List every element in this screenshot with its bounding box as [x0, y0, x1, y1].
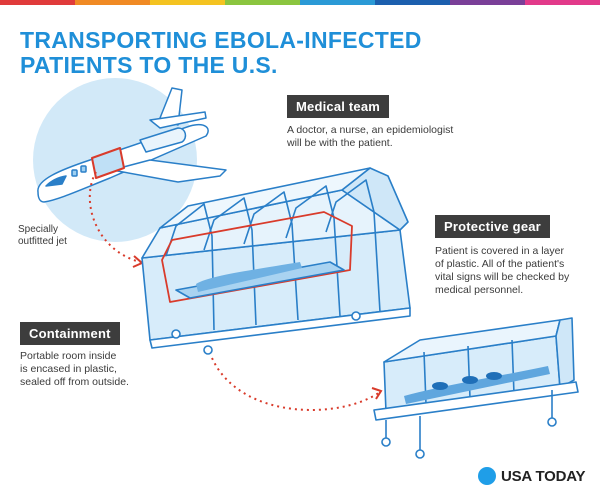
usa-today-logo: USA TODAY	[478, 467, 586, 485]
room-base	[149, 307, 411, 349]
room-patient-figure	[196, 262, 302, 292]
room-wheel	[351, 311, 361, 321]
stretcher-end-wall	[555, 317, 575, 389]
jet-engine	[139, 127, 187, 153]
jet-label: Specially outfitted jet	[18, 224, 67, 248]
color-bar-segment	[300, 0, 375, 5]
medical-team-label: Medical team	[287, 95, 390, 118]
usa-today-dot-icon	[478, 467, 496, 485]
containment-line-3: sealed off from outside.	[20, 376, 129, 388]
room-frame-rib	[165, 203, 215, 331]
color-bar-segment	[0, 0, 75, 5]
jet-window	[80, 165, 87, 173]
room-wheel	[171, 329, 181, 339]
stretcher-patient-figure	[404, 366, 550, 404]
jet-cockpit-window	[45, 175, 67, 187]
room-frame-rib	[203, 197, 257, 326]
stretcher-wheel	[381, 437, 391, 447]
color-bar-segment	[450, 0, 525, 5]
stretcher-base	[373, 381, 579, 421]
medical-team-line-1: A doctor, a nurse, an epidemiologist	[287, 124, 454, 136]
room-frame-rib	[325, 179, 381, 313]
medical-team-description: A doctor, a nurse, an epidemiologist wil…	[287, 124, 453, 150]
containment-room	[141, 167, 411, 355]
containment-description: Portable room inside is encased in plast…	[20, 350, 129, 389]
color-bar-segment	[525, 0, 600, 5]
stretcher-porthole	[486, 372, 502, 380]
title-line-2: PATIENTS TO THE U.S.	[20, 52, 278, 78]
protective-gear-line-4: medical personnel.	[435, 284, 524, 296]
containment-line-1: Portable room inside	[20, 350, 117, 362]
jet-label-line-1: Specially	[18, 224, 59, 235]
room-to-stretcher-arrowhead	[371, 387, 383, 400]
room-roof-back	[159, 167, 371, 229]
jet-wing	[111, 159, 227, 183]
jet-illustration	[37, 87, 227, 203]
title-line-1: TRANSPORTING EBOLA-INFECTED	[20, 27, 422, 53]
room-wheel	[203, 345, 213, 355]
protective-gear-line-2: of plastic. All of the patient's	[435, 258, 565, 270]
jet-to-room-arrowhead	[132, 255, 144, 268]
jet-isolation-cabin-highlight	[91, 147, 125, 179]
containment-line-2: is encased in plastic,	[20, 363, 117, 375]
stretcher-wheel	[415, 449, 425, 459]
page-title: TRANSPORTING EBOLA-INFECTED PATIENTS TO …	[20, 28, 422, 78]
containment-label: Containment	[20, 322, 120, 345]
stretcher-frame-rib	[511, 339, 515, 395]
protective-gear-description: Patient is covered in a layer of plastic…	[435, 245, 569, 297]
protective-gear-label: Protective gear	[435, 215, 550, 238]
color-bar-segment	[75, 0, 150, 5]
color-bar-segment	[150, 0, 225, 5]
room-frame-rib	[243, 191, 299, 321]
color-bar	[0, 0, 600, 5]
color-bar-segment	[225, 0, 300, 5]
isolation-stretcher	[373, 317, 579, 459]
medical-team-line-2: will be with the patient.	[287, 137, 393, 149]
stretcher-wheel	[547, 417, 557, 427]
room-inner-compartment	[161, 211, 353, 303]
color-bar-segment	[375, 0, 450, 5]
room-to-stretcher-arrow	[211, 357, 381, 411]
protective-gear-line-3: vital signs will be checked by	[435, 271, 570, 283]
stretcher-porthole	[462, 376, 478, 384]
jet-label-line-2: outfitted jet	[18, 236, 67, 247]
jet-window	[71, 169, 78, 177]
jet-horizontal-stabilizer	[149, 111, 207, 129]
stretcher-porthole	[432, 382, 448, 390]
brand-name: USA TODAY	[501, 467, 586, 485]
protective-gear-line-1: Patient is covered in a layer	[435, 245, 564, 257]
